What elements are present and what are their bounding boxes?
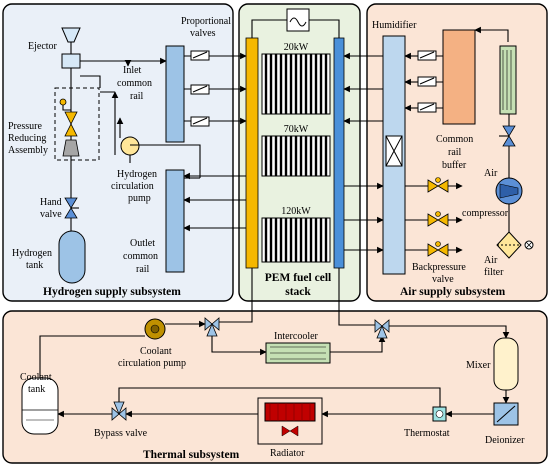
outlet-rail-label-2: common — [123, 251, 158, 262]
coolant-tank-label-2: tank — [28, 384, 45, 395]
hydrogen-circulation-pump — [120, 136, 140, 156]
air-filter-label-2: filter — [484, 267, 504, 278]
hand-valve-label-2: valve — [40, 209, 62, 220]
coolant-tank-label-1: Coolant — [20, 372, 52, 383]
hydrogen-tank-label-2: tank — [26, 260, 43, 271]
prop-valves-label-1: Proportional — [181, 16, 231, 27]
cell-group-120kw — [261, 217, 331, 263]
backpressure-valve-1 — [427, 177, 449, 193]
ejector-label: Ejector — [28, 41, 58, 52]
deionizer-label: Deionizer — [485, 435, 525, 446]
filter-icon — [62, 139, 80, 157]
air-compressor-label-2: compressor — [462, 208, 509, 219]
prv-label-3: Assembly — [8, 145, 48, 156]
intercooler-label: Intercooler — [274, 331, 319, 342]
buffer-label-2: rail — [448, 147, 462, 158]
mixer — [493, 337, 519, 391]
air-compressor-label-1: Air — [484, 168, 498, 179]
air-subsystem-title: Air supply subsystem — [400, 286, 506, 298]
air-filter-label-1: Air — [484, 255, 498, 266]
bypass-valve-label: Bypass valve — [94, 428, 148, 439]
radiator-core — [264, 402, 316, 422]
coolant-pump-label-1: Coolant — [140, 346, 172, 357]
hand-valve-label: Hand — [40, 197, 62, 208]
backpressure-valve-2 — [427, 211, 449, 227]
humidifier-label: Humidifier — [372, 20, 417, 31]
stack-title: PEM fuel cell — [265, 272, 331, 284]
backpressure-valve-3 — [427, 241, 449, 257]
outlet-rail-label-1: Outlet — [130, 238, 155, 249]
inlet-rail-label-1: Inlet — [123, 65, 142, 76]
radiator-label: Radiator — [270, 448, 305, 459]
prv-assembly-box — [54, 87, 100, 161]
outlet-common-rail — [165, 169, 185, 273]
buffer-label-1: Common — [436, 134, 473, 145]
inlet-rail-label-2: common — [117, 78, 152, 89]
cell-group-70kw — [261, 135, 331, 177]
mixer-label: Mixer — [466, 360, 491, 371]
common-rail-buffer — [442, 29, 476, 125]
thermal-subsystem-title: Thermal subsystem — [143, 449, 240, 461]
buffer-valve-1 — [417, 50, 437, 61]
buffer-valve-3 — [417, 102, 437, 113]
proportional-valve-2 — [190, 84, 210, 95]
backpressure-label-1: Backpressure — [412, 262, 466, 273]
thermal-subsystem-panel — [2, 310, 548, 464]
proportional-valve-3 — [190, 116, 210, 127]
prop-valves-label-2: valves — [190, 28, 216, 39]
humidifier-core-icon — [385, 135, 403, 167]
three-way-valve-b — [374, 319, 390, 339]
hydrogen-tank — [58, 230, 86, 284]
thermostat-label: Thermostat — [404, 428, 450, 439]
proportional-valve-1 — [190, 50, 210, 61]
circ-pump-label-3: pump — [128, 193, 151, 204]
regulator-icon — [59, 98, 78, 137]
air-cooler-icon — [499, 45, 517, 115]
hydrogen-tank-label: Hydrogen — [12, 248, 52, 259]
stack-title-line2: stack — [285, 286, 311, 298]
buffer-label-3: buffer — [442, 160, 467, 171]
anode-plate — [245, 37, 259, 269]
label-70kw: 70kW — [284, 124, 309, 135]
radiator-fan-icon — [281, 425, 299, 437]
outlet-rail-label-3: rail — [136, 264, 150, 275]
coolant-pump-label-2: circulation pump — [118, 358, 186, 369]
circ-pump-label-2: circulation — [111, 181, 154, 192]
label-20kw: 20kW — [284, 42, 309, 53]
prv-label-1: Pressure — [8, 121, 42, 132]
label-120kw: 120kW — [281, 206, 311, 217]
inlet-common-rail — [165, 45, 185, 143]
circ-pump-label-1: Hydrogen — [117, 169, 157, 180]
cell-group-20kw — [261, 53, 331, 115]
backpressure-label-2: valve — [432, 274, 454, 285]
prv-label-2: Reducing — [8, 133, 46, 144]
cathode-plate — [333, 37, 345, 269]
stack-heater-icon — [286, 8, 310, 32]
hydrogen-subsystem-title: Hydrogen supply subsystem — [43, 286, 181, 298]
inlet-rail-label-3: rail — [130, 91, 144, 102]
buffer-valve-2 — [417, 76, 437, 87]
